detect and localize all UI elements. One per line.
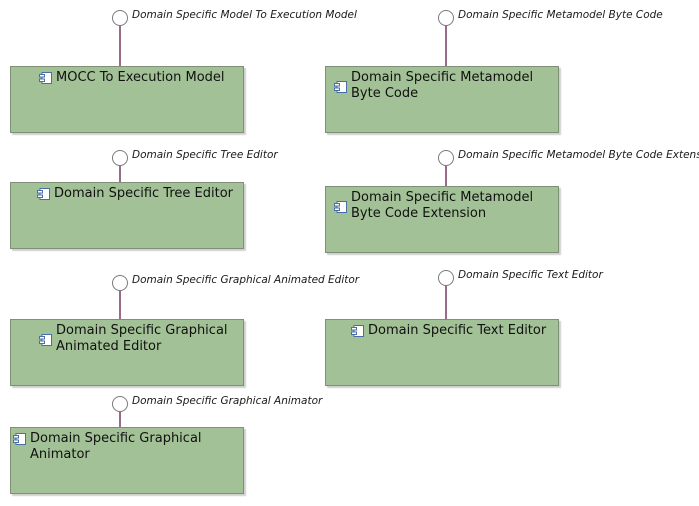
- interface-lollipop-icon[interactable]: [438, 270, 454, 286]
- interface-connector: [119, 166, 121, 182]
- component-box[interactable]: Domain Specific Graphical Animator: [10, 427, 244, 494]
- component-name: Domain Specific Metamodel Byte Code: [351, 70, 534, 101]
- interface-lollipop-icon[interactable]: [112, 10, 128, 26]
- component-icon: [39, 334, 52, 346]
- interface-label: Domain Specific Model To Execution Model: [132, 9, 357, 21]
- component-name: Domain Specific Tree Editor: [54, 186, 233, 201]
- interface-label: Domain Specific Metamodel Byte Code: [458, 9, 663, 21]
- interface-label: Domain Specific Graphical Animator: [132, 395, 323, 407]
- interface-connector: [119, 26, 121, 66]
- interface-connector: [445, 166, 447, 186]
- interface-label: Domain Specific Text Editor: [458, 269, 603, 281]
- interface-label: Domain Specific Graphical Animated Edito…: [132, 274, 360, 286]
- component-icon: [39, 72, 52, 84]
- component-box[interactable]: Domain Specific Metamodel Byte Code: [325, 66, 559, 133]
- component-name: Domain Specific Graphical Animator: [30, 431, 202, 462]
- interface-lollipop-icon[interactable]: [112, 396, 128, 412]
- interface-lollipop-icon[interactable]: [112, 150, 128, 166]
- component-name: Domain Specific Metamodel Byte Code Exte…: [351, 190, 534, 221]
- interface-label: Domain Specific Tree Editor: [132, 149, 278, 161]
- component-box[interactable]: Domain Specific Tree Editor: [10, 182, 244, 249]
- interface-connector: [445, 26, 447, 66]
- interface-lollipop-icon[interactable]: [438, 150, 454, 166]
- interface-connector: [445, 285, 447, 319]
- component-box[interactable]: Domain Specific Text Editor: [325, 319, 559, 386]
- interface-connector: [119, 290, 121, 319]
- component-name: Domain Specific Text Editor: [368, 323, 547, 338]
- component-box[interactable]: Domain Specific Metamodel Byte Code Exte…: [325, 186, 559, 253]
- component-name: Domain Specific Graphical Animated Edito…: [56, 323, 228, 354]
- component-name: MOCC To Execution Model: [56, 70, 225, 85]
- interface-connector: [119, 411, 121, 427]
- interface-label: Domain Specific Metamodel Byte Code Exte…: [458, 149, 699, 161]
- component-icon: [334, 201, 347, 213]
- component-icon: [351, 325, 364, 337]
- interface-lollipop-icon[interactable]: [112, 275, 128, 291]
- interface-lollipop-icon[interactable]: [438, 10, 454, 26]
- component-box[interactable]: Domain Specific Graphical Animated Edito…: [10, 319, 244, 386]
- component-icon: [37, 188, 50, 200]
- component-box[interactable]: MOCC To Execution Model: [10, 66, 244, 133]
- component-icon: [13, 433, 26, 445]
- component-icon: [334, 81, 347, 93]
